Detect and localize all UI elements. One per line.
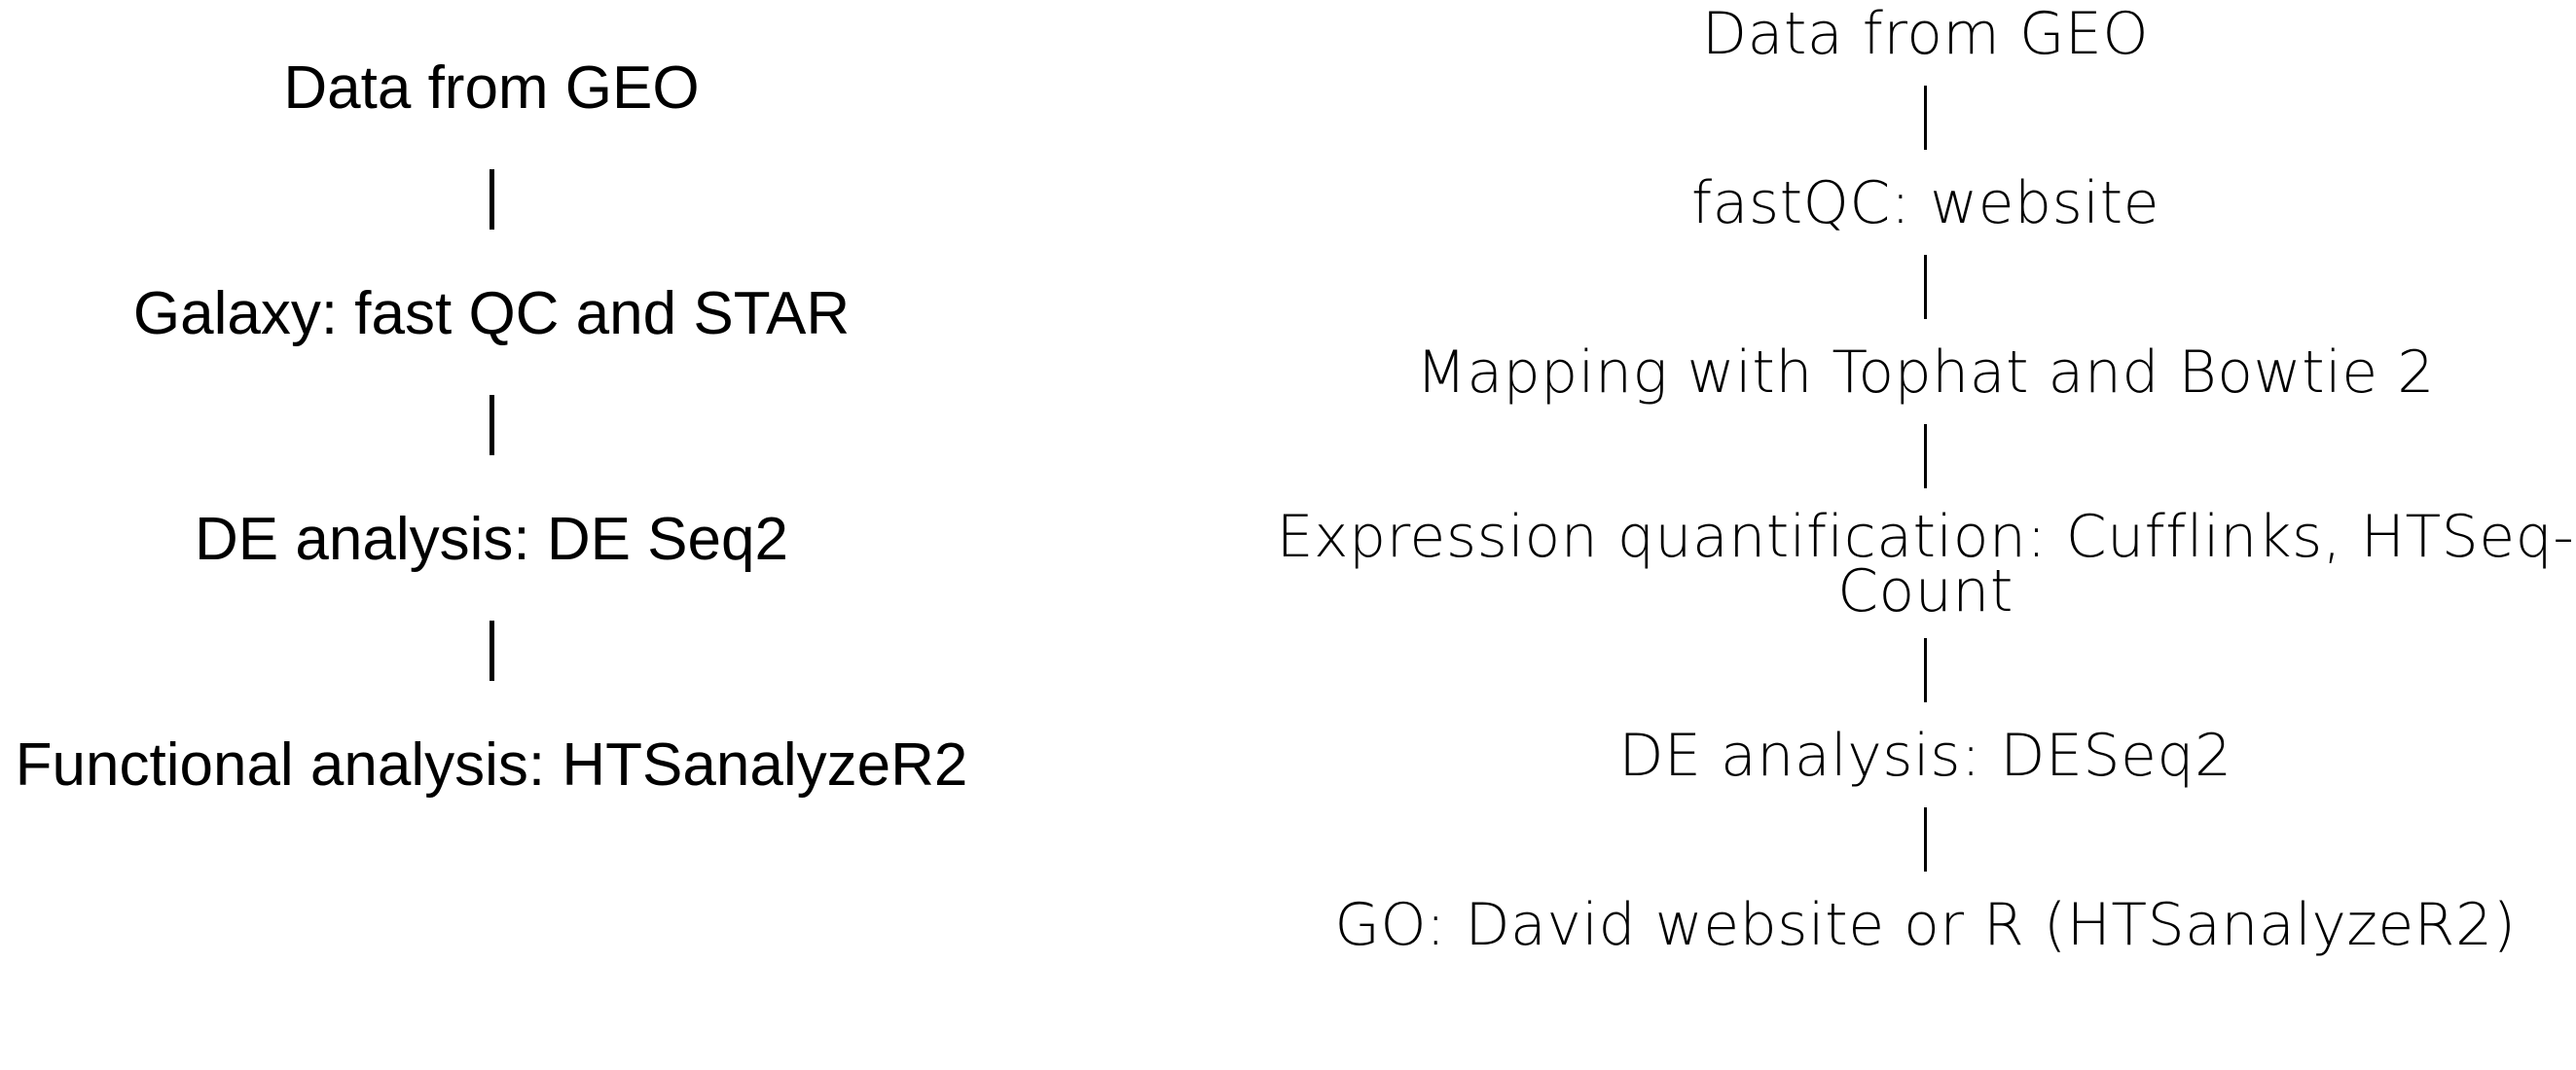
right-connector-line: [1924, 424, 1927, 488]
right-connector-line: [1924, 255, 1927, 319]
left-step-de-analysis: DE analysis: DE Seq2: [195, 506, 788, 573]
right-step-de-analysis: DE analysis: DESeq2: [1618, 722, 2232, 790]
left-connector-line: [489, 395, 494, 455]
left-step-functional-analysis: Functional analysis: HTSanalyzeR2: [15, 731, 968, 799]
right-step-expression-quantification: Expression quantification: Cufflinks, HT…: [1276, 503, 2575, 625]
right-step-fastqc: fastQC: website: [1690, 169, 2160, 237]
right-step-mapping: Mapping with Tophat and Bowtie 2: [1416, 339, 2435, 407]
left-pipeline: Data from GEO Galaxy: fast QC and STAR D…: [0, 0, 983, 803]
right-connector-line: [1924, 86, 1927, 150]
left-step-galaxy: Galaxy: fast QC and STAR: [132, 280, 851, 347]
left-step-data-from-geo: Data from GEO: [283, 54, 700, 122]
right-pipeline: Data from GEO fastQC: website Mapping wi…: [1275, 0, 2576, 957]
left-connector-line: [489, 621, 494, 681]
right-connector-line: [1924, 638, 1927, 702]
left-connector-line: [489, 169, 494, 230]
right-connector-line: [1924, 807, 1927, 872]
right-step-go: GO: David website or R (HTSanalyzeR2): [1334, 891, 2517, 959]
right-step-data-from-geo: Data from GEO: [1701, 0, 2150, 68]
